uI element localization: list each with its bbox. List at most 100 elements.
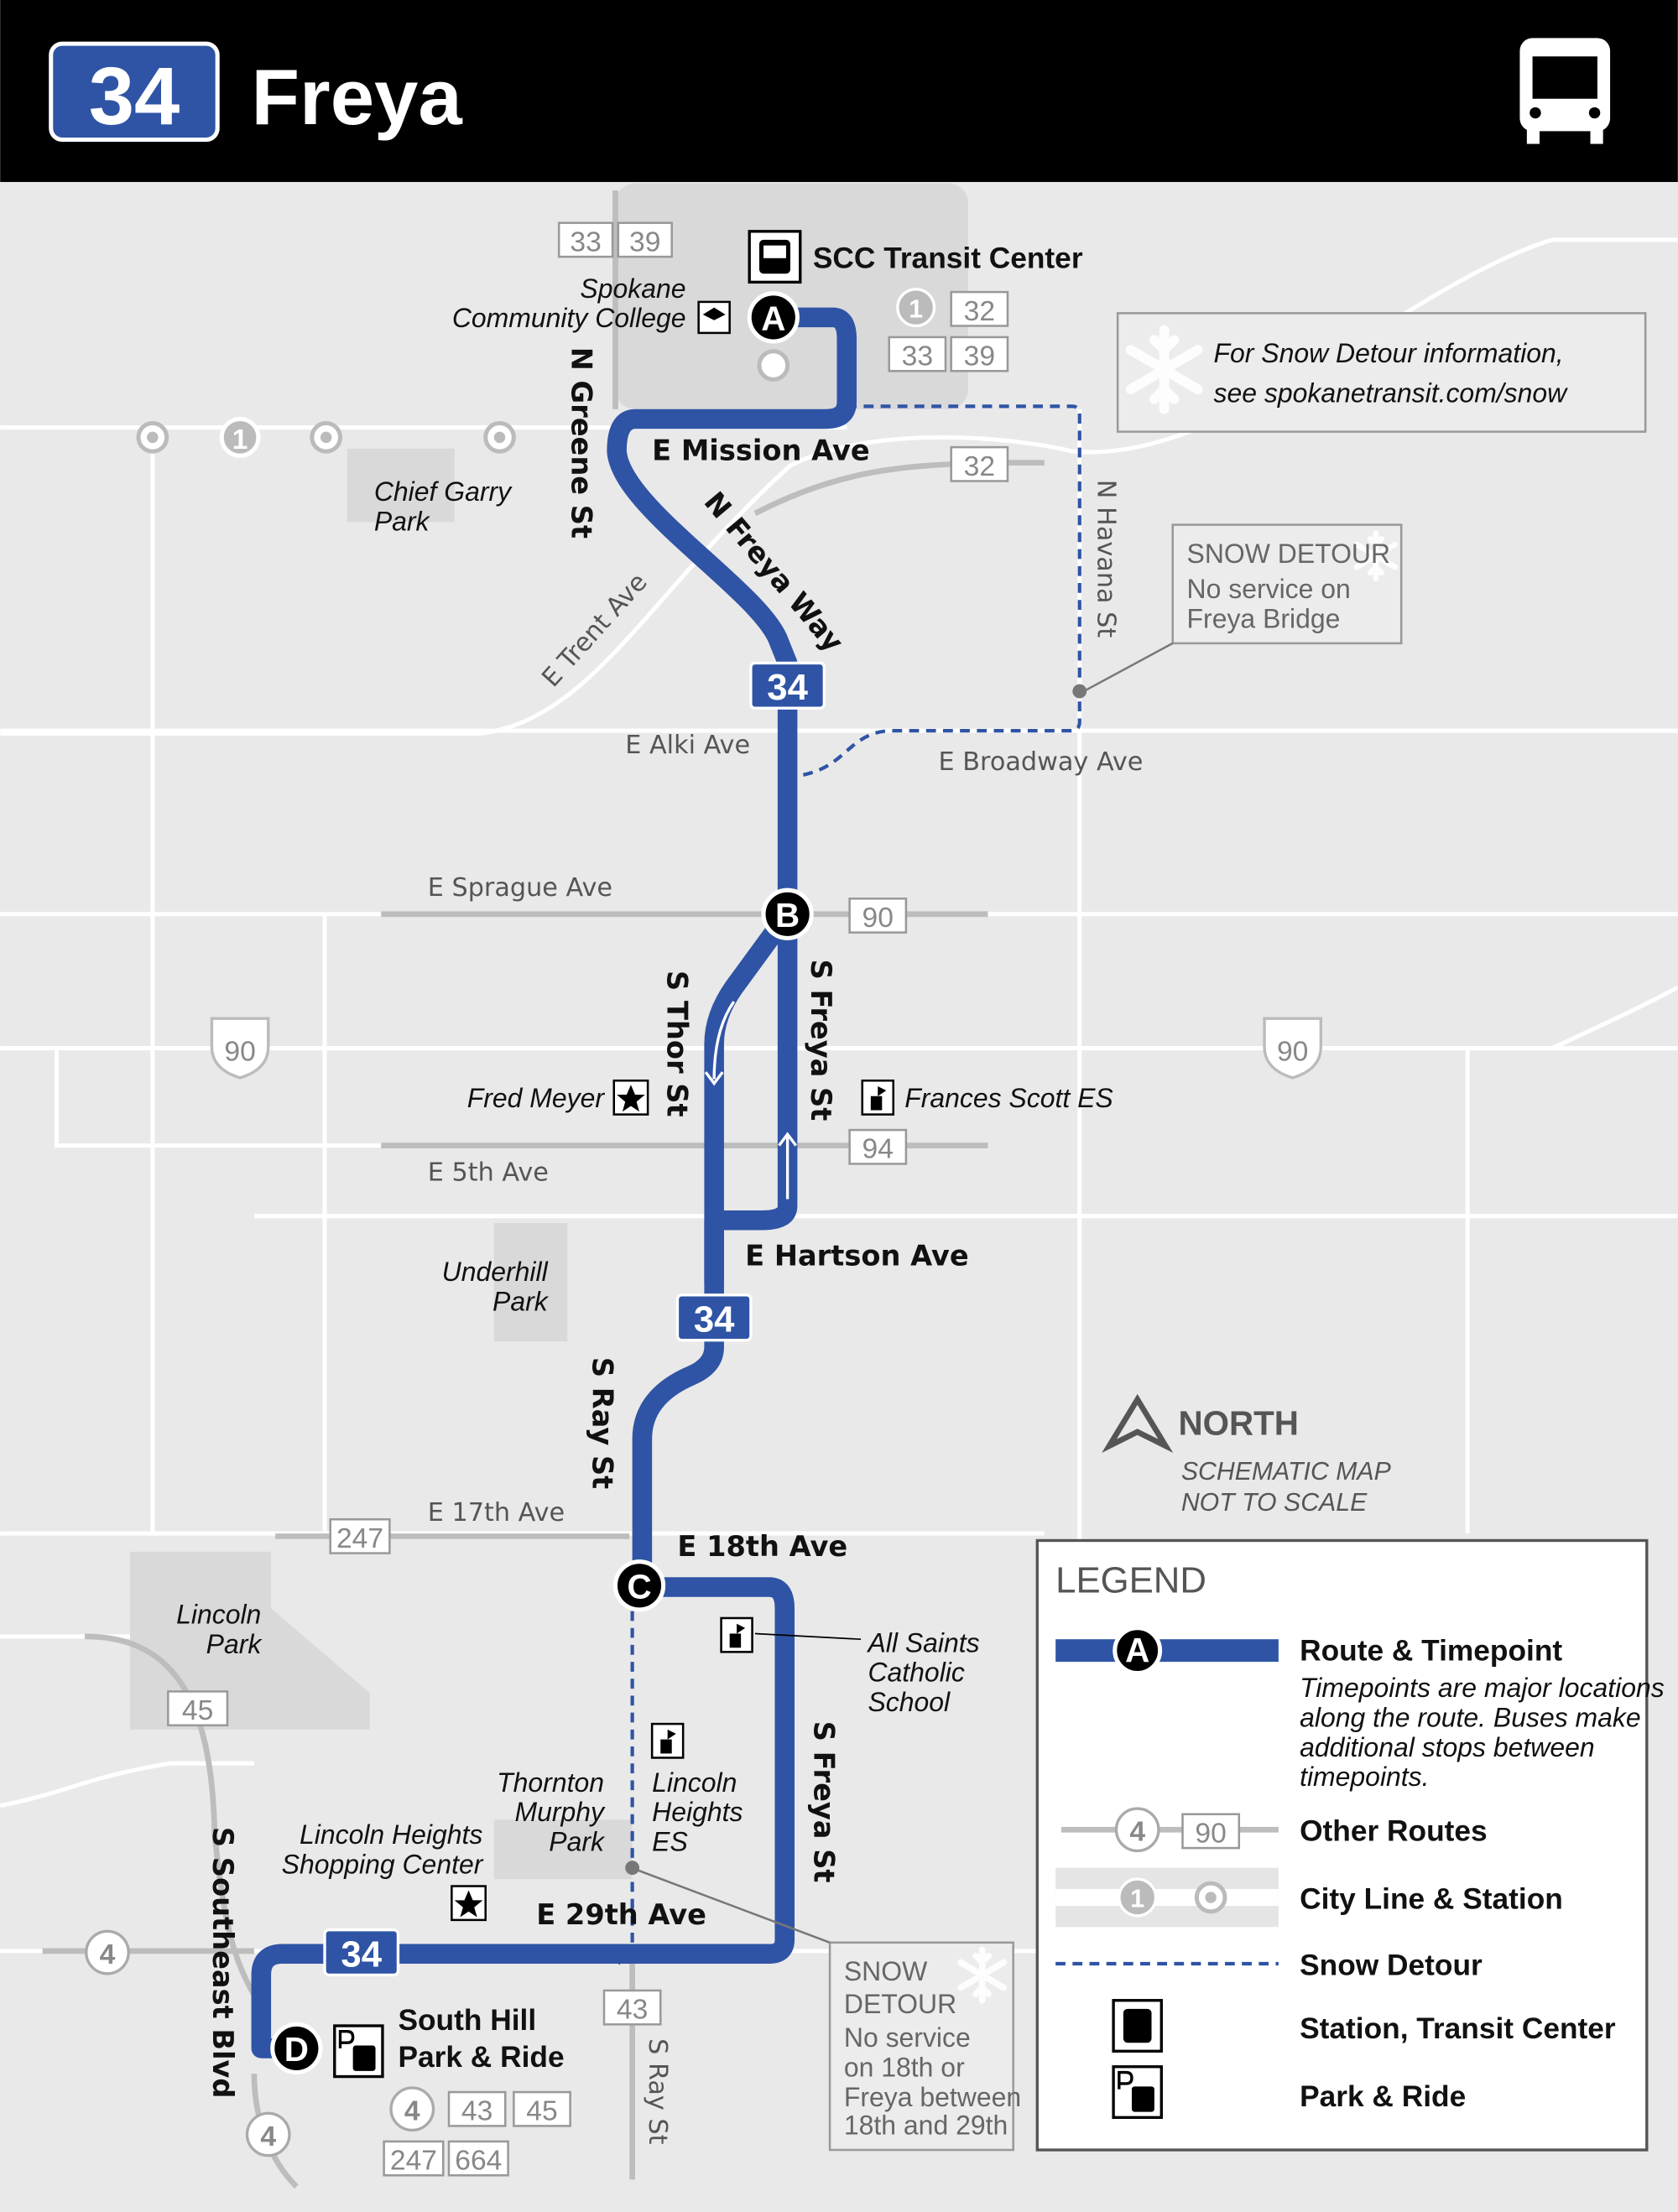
places-fred: Fred Meyer	[467, 1083, 606, 1113]
streets-ray2: S Ray St	[643, 2038, 672, 2144]
route-badges-r45b: 45	[526, 2096, 557, 2127]
route-badges-r3339b: 39	[629, 226, 660, 258]
north-line2: NOT TO SCALE	[1181, 1489, 1368, 1517]
places-lincolnpark2: Park	[206, 1629, 263, 1659]
route-badges-r43b: 43	[461, 2096, 492, 2127]
streets-freya2: S Freya St	[808, 1721, 841, 1883]
route-number: 34	[89, 50, 180, 142]
streets-greene: N Greene St	[565, 347, 597, 539]
route-badges-rcity: 1	[909, 295, 923, 323]
streets-mission: E Mission Ave	[652, 434, 870, 466]
snow-detour-2-line3: Freya between	[844, 2082, 1021, 2112]
bus-icon	[1519, 38, 1611, 144]
snow-detour-callout-2: SNOW DETOUR No service on 18th or Freya …	[625, 1861, 1021, 2152]
route-34-badge: 34	[675, 1293, 753, 1342]
north-indicator: NORTH SCHEMATIC MAP NOT TO SCALE	[1102, 1393, 1391, 1517]
snow-detour-2-line4: 18th and 29th	[844, 2111, 1008, 2141]
places-chief2: Park	[374, 506, 431, 536]
shopping-star-icon	[451, 1885, 487, 1922]
route-badges-r4c: 4	[404, 2096, 420, 2127]
places-allsaints1: All Saints	[866, 1627, 979, 1658]
park-and-ride-icon	[333, 2024, 384, 2079]
streets-broadway: E Broadway Ave	[939, 747, 1144, 777]
legend-other-b: 90	[1195, 1818, 1226, 1849]
legend-timepoint: A	[1125, 1631, 1149, 1669]
places-allsaints3: School	[868, 1687, 951, 1717]
route-badges-r247: 247	[336, 1523, 383, 1554]
route-badges-r32a: 32	[964, 296, 995, 327]
route-number-badge	[49, 41, 220, 143]
header: 34 Freya	[0, 0, 1678, 182]
north-arrow-icon	[1102, 1393, 1174, 1454]
shopping-star-icon	[612, 1079, 649, 1116]
route-badges-r34b: 34	[694, 1299, 735, 1340]
places-lhsc2: Shopping Center	[282, 1849, 484, 1879]
timepoint-d[interactable]: D	[270, 2022, 323, 2075]
snow-detour-line	[797, 404, 1081, 778]
route-badges-i90a: 90	[224, 1037, 255, 1068]
streets-eighteenth: E 18th Ave	[677, 1530, 847, 1563]
legend-route-timepoint: Route & Timepoint	[1300, 1634, 1562, 1667]
legend-other-a: 4	[1129, 1817, 1145, 1848]
streets-thor: S Thor St	[661, 971, 694, 1116]
snow-info-link[interactable]: see spokanetransit.com/snow	[1214, 377, 1569, 408]
city-line: 1	[136, 349, 790, 458]
streets-ray: S Ray St	[586, 1357, 619, 1489]
north-line1: SCHEMATIC MAP	[1181, 1458, 1391, 1486]
route-badges-r664: 664	[455, 2146, 502, 2177]
route-badges: 33 39 1 32 33 39 32 90 94 247 45 4 43 4 …	[85, 221, 1323, 2177]
route-badges-r32b: 32	[964, 451, 995, 482]
places-cc: Community College	[452, 303, 686, 333]
places-spokane: Spokane	[580, 273, 685, 304]
legend-snow-detour: Snow Detour	[1300, 1949, 1483, 1981]
route-badges-r39: 39	[964, 341, 995, 372]
route-34-badge: 34	[323, 1928, 400, 1977]
snow-detour-2-line1: No service	[844, 2022, 971, 2053]
timepoints-d: D	[284, 2030, 309, 2069]
places-lincolnpark1: Lincoln	[176, 1600, 261, 1630]
transit-center-icon	[748, 230, 802, 284]
snow-info-box: For Snow Detour information, see spokane…	[1116, 312, 1647, 433]
route-34-badge: 34	[749, 661, 826, 710]
snow-info-line1: For Snow Detour information,	[1214, 338, 1564, 368]
route-badges-r45: 45	[182, 1695, 213, 1726]
route-badges-r4a: 4	[100, 1939, 116, 1970]
school-flag-icon	[650, 1722, 685, 1759]
route-badges-r33: 33	[902, 341, 933, 372]
timepoint-a[interactable]: A	[747, 291, 800, 344]
timepoint-b[interactable]: B	[761, 887, 814, 940]
streets-freya1: S Freya St	[805, 960, 837, 1122]
streets-havana: N Havana St	[1092, 480, 1121, 638]
streets-fifth: E 5th Ave	[428, 1158, 549, 1188]
route-badges-i90b: 90	[1277, 1037, 1308, 1068]
school-flag-icon	[861, 1079, 895, 1116]
legend-desc4: timepoints.	[1300, 1762, 1429, 1792]
timepoint-c[interactable]: C	[612, 1559, 666, 1612]
places-thornton3: Park	[549, 1826, 606, 1856]
streets-seventeenth: E 17th Ave	[428, 1498, 565, 1528]
route-badges-r4b: 4	[260, 2121, 276, 2152]
snow-detour-1-line2: Freya Bridge	[1187, 603, 1341, 633]
timepoints-c: C	[627, 1567, 651, 1606]
interstate-90-shield: 90	[1263, 1017, 1323, 1080]
legend-city-line: City Line & Station	[1300, 1882, 1563, 1915]
snow-detour-1-title: SNOW DETOUR	[1187, 539, 1391, 569]
timepoints-a: A	[761, 299, 785, 338]
places-chief1: Chief Garry	[374, 476, 513, 507]
streets-twentyninth: E 29th Ave	[536, 1898, 706, 1931]
streets-sprague: E Sprague Ave	[428, 873, 612, 903]
snow-detour-1-line1: No service on	[1187, 574, 1351, 604]
school-icon	[697, 300, 731, 335]
legend-city-a: 1	[1130, 1886, 1144, 1913]
route-badges-r43: 43	[617, 1995, 648, 2026]
snow-detour-2-title2: DETOUR	[844, 1989, 956, 2019]
streets-hartson: E Hartson Ave	[745, 1240, 968, 1273]
north-label: NORTH	[1178, 1403, 1299, 1442]
legend-park-ride: Park & Ride	[1300, 2080, 1466, 2113]
places-lhsc1: Lincoln Heights	[300, 1819, 482, 1850]
places-lhes2: Heights	[652, 1797, 743, 1827]
interstate-90-shield: 90	[210, 1017, 270, 1080]
route-badges-r34c: 34	[341, 1934, 382, 1975]
places-under1: Underhill	[442, 1257, 549, 1287]
